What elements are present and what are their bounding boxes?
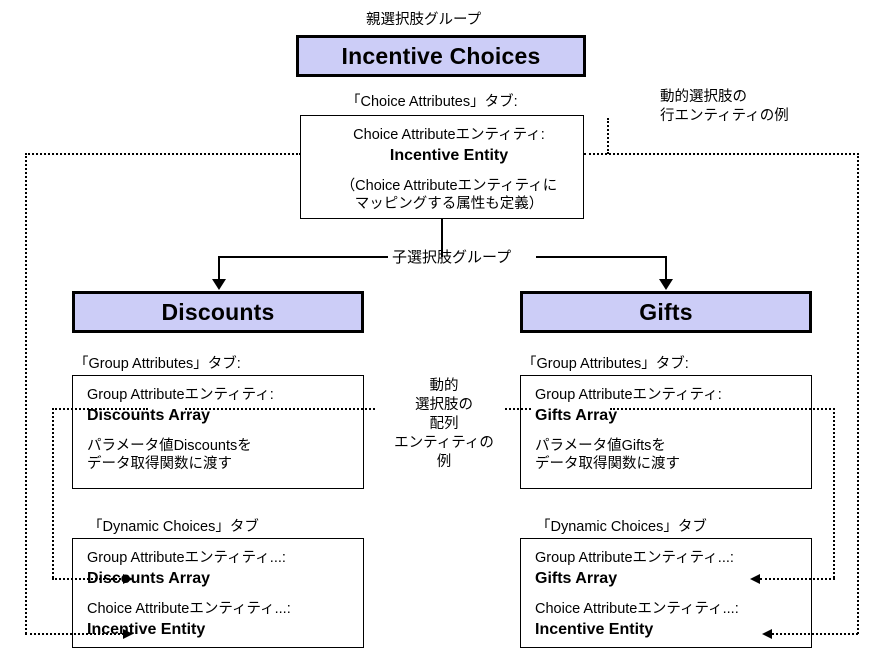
caption-choice-attributes-tab: 「Choice Attributes」タブ:	[346, 94, 518, 110]
group-box-gifts-label: Gifts	[639, 298, 693, 325]
choice-attribute-entity-name: Incentive Entity	[389, 147, 509, 164]
choice-attribute-note-line2: マッピングする属性も定義）	[354, 196, 544, 212]
incentive-entity-drop-right	[857, 153, 859, 634]
caption-dynamic-choices-tab-left: 「Dynamic Choices」タブ	[88, 519, 259, 535]
group-attribute-note-right-line2: データ取得関数に渡す	[535, 456, 680, 472]
discounts-array-run	[52, 578, 124, 580]
caption-group-attributes-tab-left: 「Group Attributes」タブ:	[74, 356, 241, 372]
tree-drop-right	[665, 256, 667, 280]
annotation-row-entity-example: 動的選択肢の 行エンティティの例	[660, 89, 789, 124]
gifts-array-drop	[833, 408, 835, 578]
dynamic-group-entity-name-right: Gifts Array	[535, 570, 618, 587]
group-box-incentive-choices[interactable]: Incentive Choices	[296, 35, 586, 77]
group-box-discounts[interactable]: Discounts	[72, 291, 364, 333]
dynamic-choice-entity-label-right: Choice Attributeエンティティ...:	[535, 601, 739, 617]
annotation-array-entity-example: 動的 選択肢の 配列 エンティティの 例	[394, 378, 494, 470]
group-attribute-entity-name-left: Discounts Array	[87, 407, 210, 424]
tree-arrowhead-right	[659, 279, 673, 290]
discounts-array-drop	[52, 408, 54, 578]
discounts-array-arrowhead	[123, 574, 133, 584]
dynamic-choice-entity-name-right: Incentive Entity	[535, 621, 654, 638]
incentive-entity-arrowhead-right	[762, 629, 772, 639]
caption-group-attributes-tab-right: 「Group Attributes」タブ:	[522, 356, 689, 372]
incentive-entity-run-right	[772, 633, 858, 635]
group-attribute-note-right-line1: パラメータ値Giftsを	[535, 438, 666, 454]
group-box-incentive-choices-label: Incentive Choices	[341, 42, 541, 69]
choice-attribute-note-line1: （Choice Attributeエンティティに	[340, 178, 558, 194]
gifts-array-arrowhead	[750, 574, 760, 584]
gifts-array-exit	[610, 408, 835, 410]
annotation-row-entity-leader	[607, 118, 609, 154]
incentive-entity-bus-left	[25, 153, 301, 155]
tree-arrowhead-left	[212, 279, 226, 290]
gifts-array-run	[760, 578, 835, 580]
entity-box-group-attributes-right[interactable]: Group Attributeエンティティ: Gifts Array パラメータ…	[520, 375, 812, 489]
group-attribute-entity-label-right: Group Attributeエンティティ:	[535, 387, 722, 403]
dynamic-group-entity-name-left: Discounts Array	[87, 570, 210, 587]
discounts-array-exit	[52, 408, 148, 410]
choice-attribute-entity-label: Choice Attributeエンティティ:	[353, 127, 545, 143]
tree-branch-left	[218, 256, 388, 258]
discounts-array-annotation-tie	[185, 408, 375, 410]
tree-branch-right	[536, 256, 666, 258]
group-attribute-entity-name-right: Gifts Array	[535, 407, 618, 424]
spacer	[315, 166, 583, 177]
caption-parent-group: 親選択肢グループ	[366, 12, 482, 28]
dynamic-group-entity-label-right: Group Attributeエンティティ...:	[535, 550, 734, 566]
group-box-discounts-label: Discounts	[161, 298, 275, 325]
group-attribute-note-left-line2: データ取得関数に渡す	[87, 456, 232, 472]
entity-box-choice-attribute[interactable]: Choice Attributeエンティティ: Incentive Entity…	[300, 115, 584, 219]
group-attribute-note-left-line1: パラメータ値Discountsを	[87, 438, 252, 454]
tree-stem-vertical	[441, 219, 443, 257]
incentive-entity-bus-right	[584, 153, 859, 155]
caption-dynamic-choices-tab-right: 「Dynamic Choices」タブ	[536, 519, 707, 535]
spacer	[87, 426, 363, 437]
dynamic-choice-entity-label-left: Choice Attributeエンティティ...:	[87, 601, 291, 617]
gifts-array-annotation-tie	[505, 408, 531, 410]
caption-child-group: 子選択肢グループ	[392, 249, 512, 266]
entity-box-dynamic-choices-left[interactable]: Group Attributeエンティティ...: Discounts Arra…	[72, 538, 364, 648]
spacer	[535, 426, 811, 437]
incentive-entity-arrowhead-left	[123, 629, 133, 639]
spacer	[535, 589, 811, 600]
incentive-entity-drop-left	[25, 153, 27, 634]
group-box-gifts[interactable]: Gifts	[520, 291, 812, 333]
dynamic-group-entity-label-left: Group Attributeエンティティ...:	[87, 550, 286, 566]
incentive-entity-run-left	[25, 633, 124, 635]
spacer	[87, 589, 363, 600]
group-attribute-entity-label-left: Group Attributeエンティティ:	[87, 387, 274, 403]
entity-box-group-attributes-left[interactable]: Group Attributeエンティティ: Discounts Array パ…	[72, 375, 364, 489]
tree-drop-left	[218, 256, 220, 280]
